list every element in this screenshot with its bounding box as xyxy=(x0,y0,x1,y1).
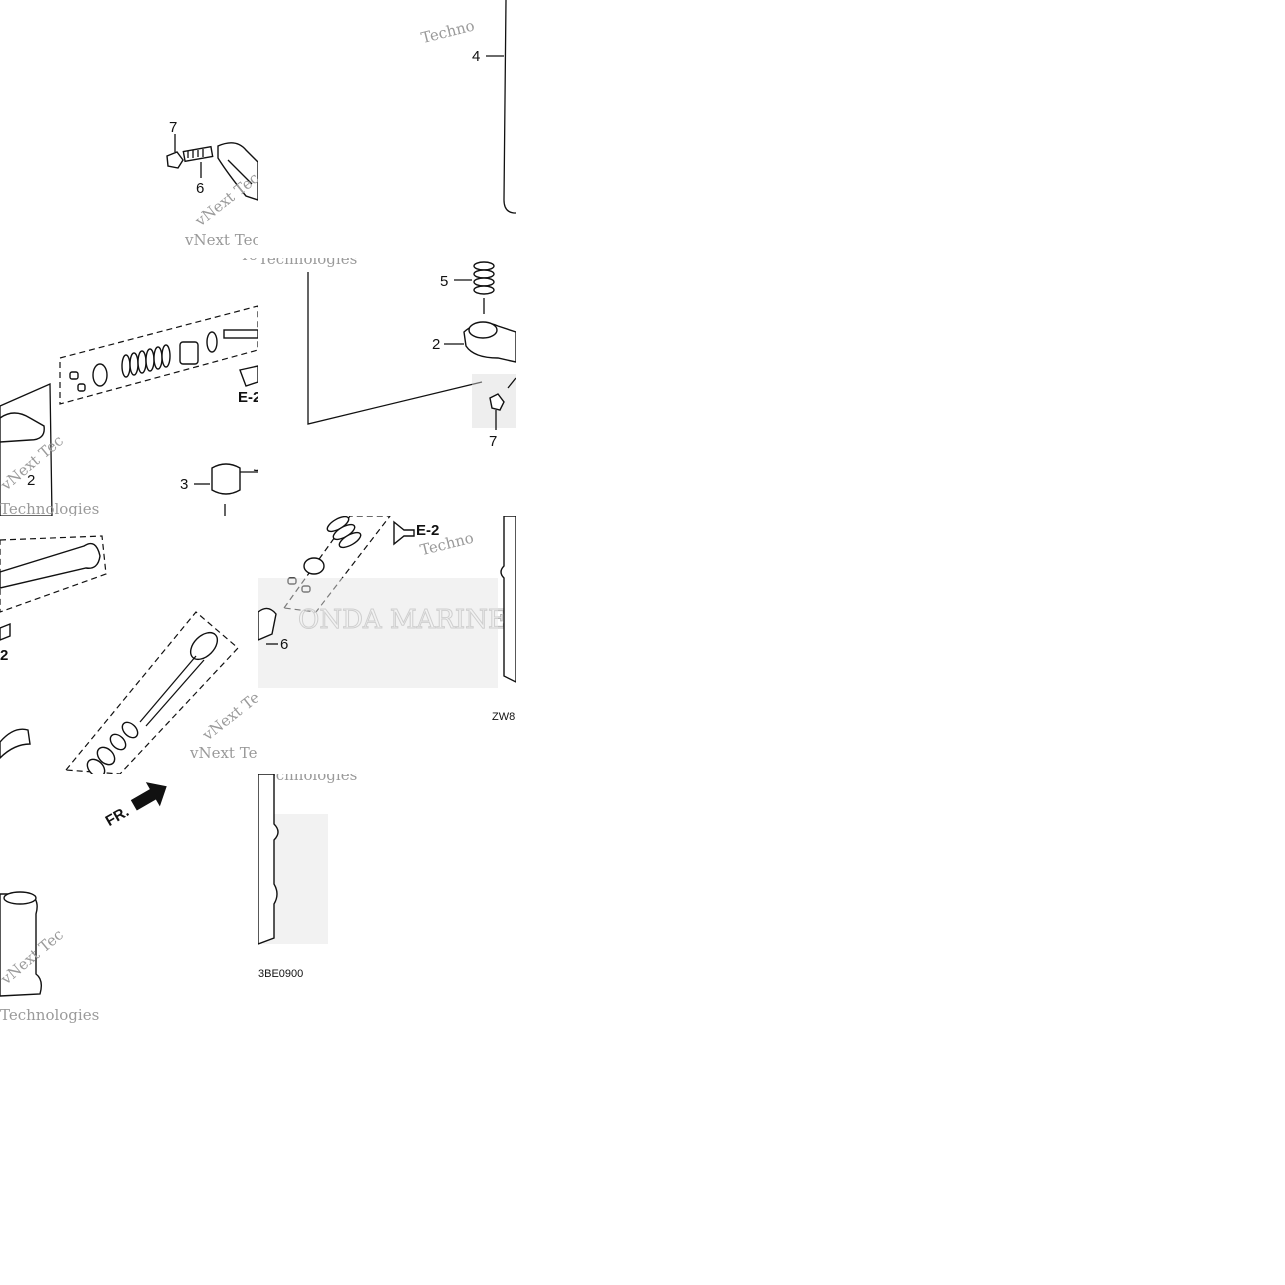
section-arrow-e2-left xyxy=(0,622,11,641)
valve-cotter xyxy=(69,371,79,380)
rocker-arm-part-2 xyxy=(0,412,45,443)
diagram-tile-front-arrow: FR. vNext Tec Technologies xyxy=(0,774,258,1032)
intake-valve xyxy=(0,542,101,589)
diagram-tile-rocker-spring: Technologies 5 2 7 xyxy=(258,258,516,516)
pushrod-part-4 xyxy=(503,0,516,214)
watermark-next-e: vNext Tec xyxy=(198,683,258,745)
rocker-arm-part xyxy=(217,142,258,201)
rocker-spring-part-5 xyxy=(473,261,495,295)
section-ref-e2-mid: E-2 xyxy=(416,522,439,539)
part-label-6: 6 xyxy=(196,180,204,197)
nut-part-7 xyxy=(166,151,184,169)
valve-stem xyxy=(223,329,258,339)
figure-code-3be0900: 3BE0900 xyxy=(258,968,303,980)
intake-valve-dash-box xyxy=(0,535,107,613)
valve-spring-e2 xyxy=(326,516,362,549)
diagram-tile-pushrod: Techno 4 xyxy=(258,0,516,258)
rocker-arm-part-6 xyxy=(258,607,277,641)
rocker-shaded-panel xyxy=(0,383,53,516)
watermark-technologies-h: Technologies xyxy=(258,774,357,784)
part-label-2b: 2 xyxy=(432,336,440,353)
part-label-2: 2 xyxy=(27,472,35,489)
spring-retainer-e2 xyxy=(303,557,325,575)
diagram-tile-e2-group: Techno E-2 ONDA MARINE 6 ZW8 xyxy=(258,516,516,774)
diagram-tile-rocker-adjuster: 7 6 vNext Tec vNext Tec xyxy=(0,0,258,258)
pushrod-guide-part-3 xyxy=(211,463,241,495)
watermark-vnext-e: vNext Tec xyxy=(189,744,258,762)
figure-code-zw8: ZW8 xyxy=(492,711,515,723)
watermark-vnext: vNext Tec xyxy=(184,231,258,249)
valve-spring xyxy=(121,344,171,378)
brand-watermark-panel xyxy=(258,578,498,688)
front-direction-label: FR. xyxy=(103,803,132,830)
watermark-vnext-diag: vNext Tec xyxy=(191,169,258,231)
valve-stem-seal xyxy=(179,341,199,365)
watermark-technologies-d: Technologies xyxy=(258,258,357,268)
part-label-5: 5 xyxy=(440,273,448,290)
part-label-4: 4 xyxy=(472,48,480,65)
part-label-6b: 6 xyxy=(280,636,288,653)
rocker-arm-part-lower xyxy=(0,728,31,759)
diagram-tile-valve-spring: Technologies E-2 2 3 vNext Tec Technolog… xyxy=(0,258,258,516)
part-label-7: 7 xyxy=(169,119,177,136)
section-arrow-e2-mid xyxy=(393,520,415,546)
lifter-body-part xyxy=(258,774,279,945)
pushrod-lower xyxy=(500,516,516,683)
section-ref-e2: E-2 xyxy=(238,389,258,406)
diagram-tile-lifter: Technologies 3BE0900 xyxy=(258,774,516,1032)
watermark-techno: Techno xyxy=(419,16,476,47)
watermark-technologies-top: Technologies xyxy=(240,258,258,264)
spring-seat xyxy=(206,331,218,353)
exhaust-valve-head xyxy=(189,631,219,661)
front-direction-arrow: FR. xyxy=(103,782,167,830)
nut-part-7b xyxy=(489,393,505,411)
diagram-tile-intake-valve: 2 vNext Tec vNext Tec xyxy=(0,516,258,774)
part-label-7b: 7 xyxy=(489,433,497,450)
watermark-technologies-g: Technologies xyxy=(0,1006,99,1024)
watermark-technologies-mid: Technologies xyxy=(0,500,99,516)
spring-retainer xyxy=(92,363,108,387)
section-ref-2: 2 xyxy=(0,647,8,664)
section-arrow-e2 xyxy=(239,365,258,387)
part-label-3: 3 xyxy=(180,476,188,493)
